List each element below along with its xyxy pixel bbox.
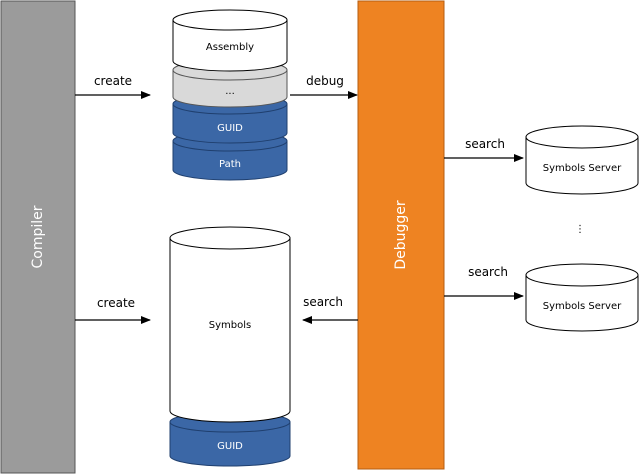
- debugger-label: Debugger: [393, 200, 409, 270]
- debugger-bar: Debugger: [357, 0, 445, 470]
- create-arrow-top: create: [75, 74, 151, 99]
- servers-ellipsis: ⋮: [575, 224, 585, 235]
- symbols-server-2-label: Symbols Server: [543, 301, 622, 312]
- symbols-stack: GUID Symbols: [169, 226, 291, 467]
- assembly-stack: Path GUID ... Assembly: [172, 9, 288, 181]
- debug-label: debug: [306, 74, 344, 88]
- symbols-label: Symbols: [209, 320, 251, 331]
- search-server-1-arrow: search: [444, 137, 524, 162]
- symbols-server-1-label: Symbols Server: [543, 163, 622, 174]
- assembly-label: Assembly: [206, 42, 254, 53]
- search-symbols-label: search: [303, 295, 343, 309]
- symbols-disk: Symbols: [169, 226, 291, 423]
- search-symbols-arrow: search: [302, 295, 358, 324]
- ellipsis-label: ...: [225, 86, 235, 97]
- path-label: Path: [219, 159, 241, 170]
- debug-arrow: debug: [290, 74, 358, 99]
- search-server-2-arrow: search: [444, 265, 524, 300]
- assembly-guid-label: GUID: [217, 123, 243, 134]
- search-server-2-label: search: [468, 265, 508, 279]
- symbols-guid-label: GUID: [217, 441, 243, 452]
- assembly-disk: Assembly: [172, 9, 288, 72]
- compiler-bar: Compiler: [0, 0, 76, 474]
- create-label-bottom: create: [97, 296, 135, 310]
- symbols-server-2: Symbols Server: [525, 263, 639, 332]
- search-server-1-label: search: [465, 137, 505, 151]
- symbols-server-1: Symbols Server: [525, 125, 639, 195]
- compiler-label: Compiler: [30, 205, 46, 268]
- create-label-top: create: [94, 74, 132, 88]
- create-arrow-bottom: create: [75, 296, 151, 324]
